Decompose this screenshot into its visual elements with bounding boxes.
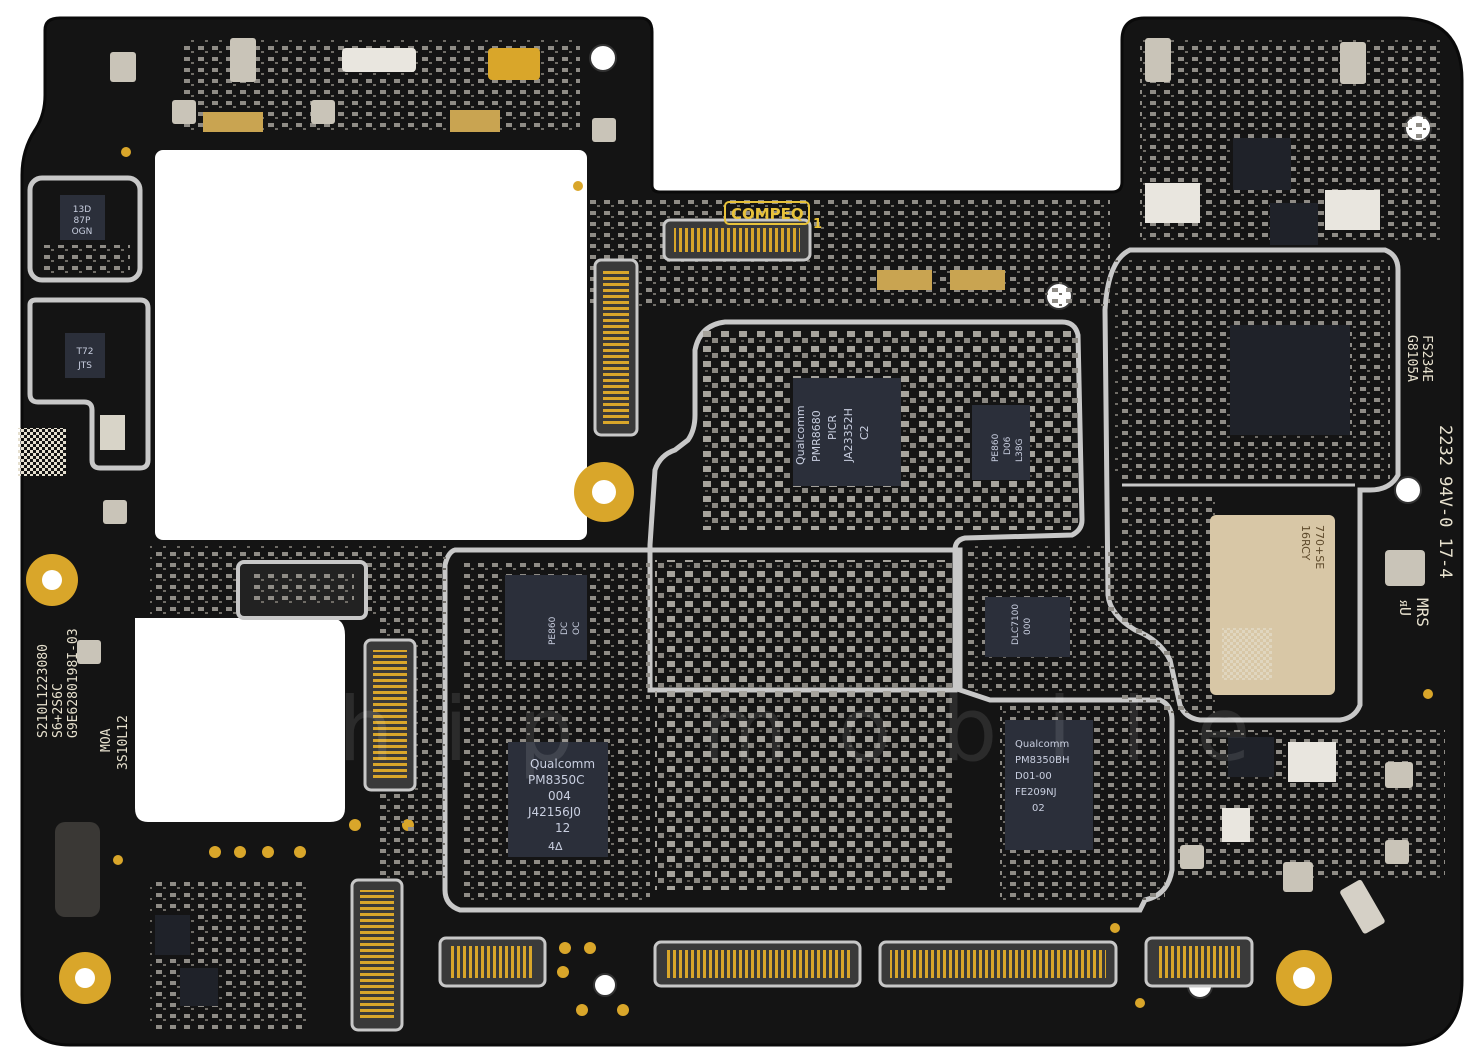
cutout-left-lower	[135, 618, 345, 822]
btb-connector	[363, 638, 417, 792]
chip-small-1-line3: L38G	[1015, 439, 1025, 462]
right-code-2: G8105A	[1404, 335, 1419, 382]
chip-left-1-line1: 13D	[73, 205, 91, 215]
chip-small-3-line2: 000	[1023, 618, 1033, 635]
pmic-main-chip: Qualcomm PM8350C 004 J42156J0 12 4Δ	[508, 742, 608, 857]
btb-connector	[1144, 936, 1254, 988]
chip-small-1: PE860 D06 L38G	[972, 405, 1030, 480]
chip-small-2: PE860 DC OC	[505, 575, 587, 660]
pmic-right-vendor: Qualcomm	[1015, 739, 1069, 750]
pmic-top-line1: PMR8680	[810, 410, 823, 462]
solder-residue	[55, 822, 100, 917]
shield-left-top: 13D 87P OGN	[27, 175, 143, 283]
btb-connector	[653, 940, 862, 988]
rf-module-line2: 16RCY	[1299, 525, 1312, 561]
chip-small-3: DLC7100 000	[985, 597, 1070, 657]
chip-dark	[1230, 325, 1350, 435]
btb-connector	[350, 878, 404, 1032]
pmic-top-line4: C2	[858, 425, 871, 440]
mounting-hole	[26, 554, 78, 606]
ul-mark: ᴙU	[1396, 600, 1414, 616]
mounting-hole	[1276, 950, 1332, 1006]
compeq-suffix: 1	[813, 217, 822, 232]
flex-tab	[1340, 879, 1385, 934]
rf-module: 770+SE 16RCY	[1210, 515, 1335, 695]
pmic-main-vendor: Qualcomm	[530, 757, 595, 771]
chip-small-2-line2: DC	[560, 622, 570, 635]
gold-bracket	[950, 270, 1005, 290]
pmic-right-chip: Qualcomm PM8350BH D01-00 FE209NJ 02	[1005, 720, 1093, 850]
chip-small-2-line3: OC	[572, 622, 582, 635]
chip-dark	[180, 968, 218, 1006]
btb-connector	[236, 560, 368, 620]
gold-bracket	[203, 112, 263, 132]
white-component	[1145, 183, 1200, 223]
chip-small-2-line1: PE860	[548, 616, 558, 645]
chip-dark	[1270, 203, 1318, 245]
chip-left-2-line1: T72	[76, 347, 94, 357]
btb-connector	[878, 940, 1118, 988]
sensor-component	[342, 48, 416, 72]
chip-left-2-line2: JTS	[77, 361, 92, 371]
right-code-1: FS234E	[1419, 335, 1434, 382]
pmic-main-line5: 4Δ	[548, 840, 563, 853]
mounting-hole	[574, 462, 634, 522]
chip-small-1-line1: PE860	[991, 433, 1001, 462]
board-code-2: S6+2S6C	[51, 683, 66, 738]
pmic-right-line2: D01-00	[1015, 771, 1052, 782]
mounting-hole	[59, 952, 111, 1004]
gold-bracket	[450, 110, 500, 132]
moa-code: 3S10L12	[116, 715, 131, 770]
pmic-top-line3: JA23352H	[842, 408, 855, 463]
gold-bracket	[877, 270, 932, 290]
compeq-logo: COMPEQ 1	[724, 201, 822, 232]
btb-connector	[593, 258, 639, 437]
compeq-text: COMPEQ	[731, 205, 804, 223]
pmic-top-vendor: Qualcomm	[794, 405, 807, 465]
chip-left-1-line2: 87P	[74, 216, 91, 226]
pmic-top-line2: PlCR	[826, 415, 839, 440]
cutout-top-left	[155, 150, 587, 540]
chip-dark	[1228, 737, 1274, 777]
coax-connectors	[77, 38, 1425, 892]
screw-hole	[1394, 476, 1422, 504]
chip-small-3-line1: DLC7100	[1011, 604, 1021, 645]
mrs-label: MRS	[1413, 598, 1432, 627]
moa-label: MOA	[99, 728, 114, 752]
btb-connector	[662, 218, 812, 262]
white-component	[1288, 742, 1336, 782]
chip-dark	[155, 915, 190, 955]
datamatrix-code	[18, 428, 66, 476]
pmic-top-chip: Qualcomm PMR8680 PlCR JA23352H C2	[793, 378, 901, 486]
right-code-3: 2232 94V-0 17-4	[1435, 425, 1455, 579]
screw-hole	[589, 44, 617, 72]
rf-module-line1: 770+SE	[1313, 525, 1326, 569]
board-code-1: S210L1223080	[36, 644, 51, 738]
chip-dark	[1233, 138, 1291, 190]
pmic-main-line1: PM8350C	[528, 773, 585, 787]
pmic-main-line2: 004	[548, 789, 571, 803]
pmic-main-line4: 12	[555, 821, 570, 835]
pmic-right-line1: PM8350BH	[1015, 755, 1070, 766]
pmic-main-line3: J42156J0	[527, 805, 581, 819]
btb-connector	[438, 936, 547, 988]
pmic-right-line3: FE209NJ	[1015, 787, 1057, 798]
watermark: ichip mobile	[165, 678, 1300, 781]
microphone	[488, 48, 540, 80]
white-component	[1325, 190, 1380, 230]
board-code-3: G9E6280198I-03	[66, 628, 81, 738]
white-component	[1222, 808, 1250, 842]
screw-hole	[593, 973, 617, 997]
pmic-right-line4: 02	[1032, 803, 1045, 814]
chip-small-1-line2: D06	[1003, 436, 1013, 455]
shield-left-mid: T72 JTS	[27, 297, 151, 471]
chip-left-1-line3: OGN	[72, 227, 93, 237]
